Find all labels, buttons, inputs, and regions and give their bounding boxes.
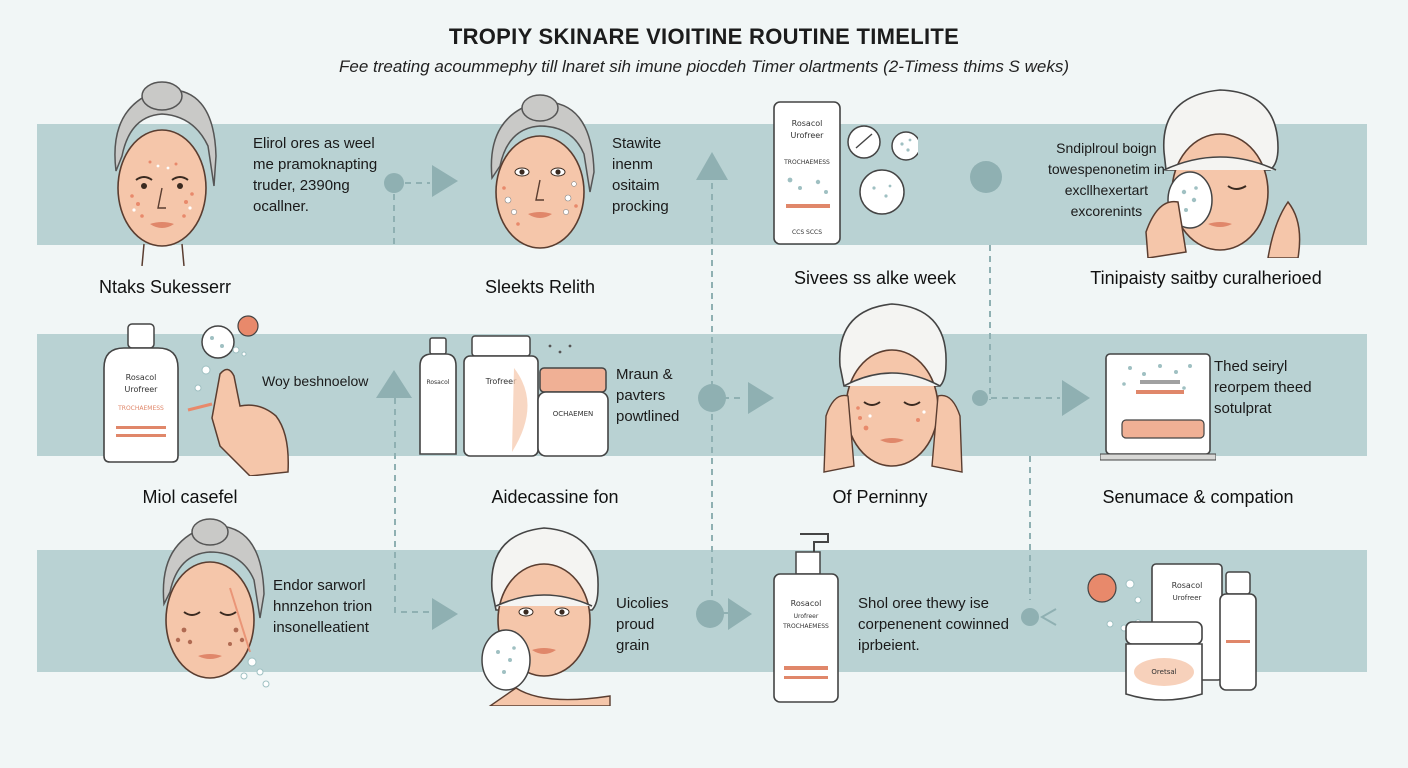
step-caption: Sivees ss alke week — [793, 268, 957, 288]
step-description: Stawite inenm ositaim procking — [612, 135, 669, 215]
arrow-up-icon — [376, 370, 412, 398]
timeline-band-row-1 — [37, 124, 1367, 245]
package-label: Urofreer — [125, 385, 159, 394]
connector-node-icon — [972, 390, 988, 406]
arrow-right-icon — [432, 165, 458, 197]
page-title: TROPIY SKINARE VIOITINE ROUTINE TIMELITE — [448, 24, 960, 49]
step-caption: Of Perninny — [832, 487, 928, 507]
face-illustration-icon — [481, 527, 611, 706]
step-caption: Senumace & compation — [1102, 487, 1294, 507]
package-label: Rosacol — [792, 119, 823, 128]
step-description: Sndiplroul boign towespenonetim in excll… — [1048, 140, 1165, 219]
step-description: Uicolies proud grain — [616, 595, 669, 654]
step-description: Shol oree thewy ise corpenenent cowinned… — [858, 595, 1009, 654]
face-illustration-icon — [162, 518, 270, 688]
package-label: Rosacol — [791, 599, 822, 608]
connector-node-icon — [698, 384, 726, 412]
package-label: CCS SCCS — [792, 229, 822, 236]
bottle-icon: Rosacol Urofreer TROCHAEMESS — [103, 315, 289, 476]
package-label: TROCHAEMESS — [782, 623, 829, 630]
connector-node-icon — [1021, 608, 1039, 626]
arrow-up-icon — [696, 152, 728, 180]
package-label: TROCHAEMESS — [783, 159, 830, 166]
connector-node-icon — [970, 161, 1002, 193]
step-description: Woy beshnoelow — [262, 373, 369, 389]
face-illustration-icon — [1145, 89, 1301, 258]
arrow-right-icon — [432, 598, 458, 630]
arrow-left-icon — [1039, 608, 1057, 626]
step-description: Endor sarworl hnnzehon trion insonelleat… — [273, 577, 373, 636]
connector-line — [394, 398, 430, 613]
arrow-right-icon — [728, 598, 752, 630]
page-subtitle: Fee treating acoummephy till lnaret sih … — [338, 57, 1069, 76]
step-caption: Aidecassine fon — [491, 487, 619, 507]
face-illustration-icon — [823, 303, 963, 473]
step-caption: Ntaks Sukesserr — [98, 277, 232, 297]
package-label: Rosacol — [426, 379, 449, 386]
arrow-right-icon — [1062, 380, 1090, 416]
package-label: Urofreer — [1173, 594, 1202, 602]
face-illustration-icon — [114, 81, 217, 266]
package-label: OCHAEMEN — [553, 410, 594, 418]
package-label: Oretsal — [1151, 668, 1176, 676]
package-label: TROCHAEMESS — [117, 405, 164, 412]
connector-node-icon — [384, 173, 404, 193]
step-caption: Miol casefel — [142, 487, 238, 507]
package-label: Trofreer — [485, 377, 517, 386]
step-caption: Tinipaisty saitby curalherioed — [1090, 268, 1322, 288]
arrow-right-icon — [748, 382, 774, 414]
connector-node-icon — [696, 600, 724, 628]
face-illustration-icon — [490, 94, 595, 249]
package-label: Urofreer — [794, 613, 819, 620]
pump-bottle-icon: Rosacol Urofreer TROCHAEMESS — [773, 533, 839, 703]
step-description: Elirol ores as weel me pramoknapting tru… — [253, 135, 378, 215]
bottle-icon: Rosacol Urofreer TROCHAEMESS CCS SCCS — [773, 101, 918, 245]
step-caption: Sleekts Relith — [484, 277, 596, 297]
package-label: Rosacol — [126, 373, 157, 382]
package-label: Rosacol — [1172, 581, 1203, 590]
step-description: Mraun & pavters powtlined — [616, 366, 680, 425]
jar-icon: Rosacol Trofreer OCHAEMEN — [419, 335, 609, 457]
product-box-icon — [1100, 353, 1216, 461]
jar-icon: Rosacol Urofreer Oretsal — [1087, 563, 1257, 701]
package-label: Urofreer — [791, 131, 825, 140]
step-description: Thed seiryl reorpem theed sotulprat — [1214, 358, 1312, 417]
